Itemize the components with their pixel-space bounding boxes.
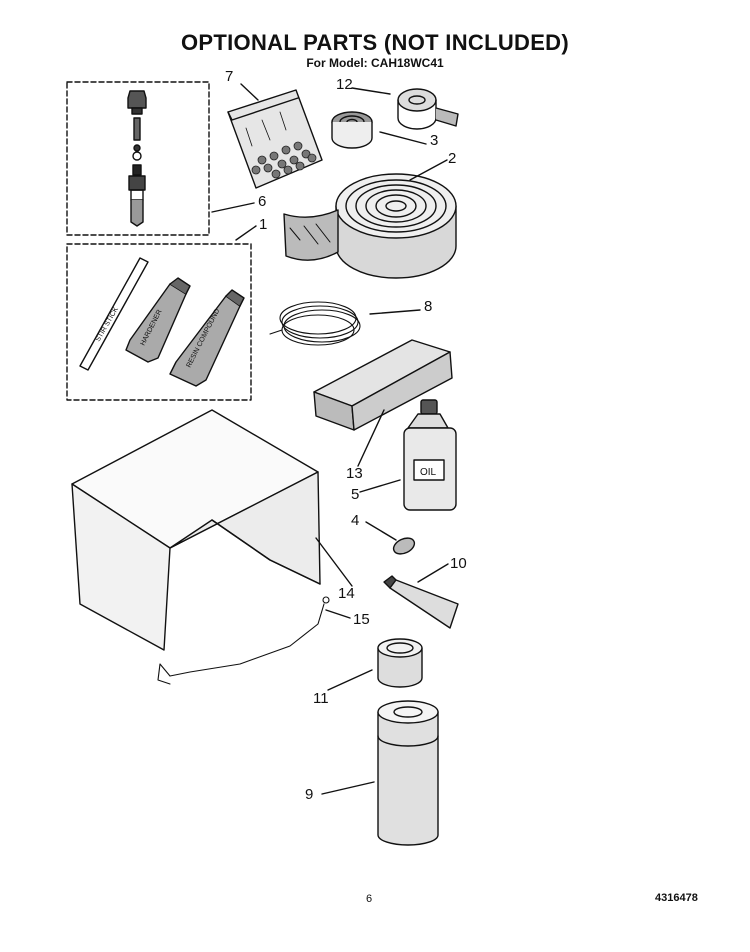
callout-13: 13 <box>346 465 363 482</box>
group-box-1 <box>66 243 252 401</box>
model-subtitle: For Model: CAH18WC41 <box>306 56 444 70</box>
callout-1: 1 <box>259 216 268 233</box>
sealant-tube-part <box>383 575 459 629</box>
page-title: OPTIONAL PARTS (NOT INCLUDED) <box>181 30 569 55</box>
spray-can-part <box>377 700 439 846</box>
cover-part <box>71 409 321 651</box>
tape-roll-small-part <box>397 88 459 130</box>
hardener-tube-part: HARDENER <box>125 277 191 363</box>
service-valve-part <box>127 90 147 227</box>
wire-coil-part <box>269 301 361 346</box>
callout-3: 3 <box>430 132 439 149</box>
gasket-roll-part <box>331 111 373 149</box>
callout-15: 15 <box>353 611 370 628</box>
callout-11: 11 <box>313 690 329 707</box>
callout-14: 14 <box>338 585 355 602</box>
callout-5: 5 <box>351 486 360 503</box>
cap-cylinder-part <box>377 638 423 688</box>
foam-block-part <box>313 339 453 431</box>
callout-12: 12 <box>336 76 353 93</box>
stir-stick-label: STIR STICK <box>95 306 120 343</box>
callout-2: 2 <box>448 150 457 167</box>
callout-7: 7 <box>225 68 234 85</box>
callout-9: 9 <box>305 786 314 803</box>
oil-bottle-part: OIL <box>403 399 457 511</box>
document-number: 4316478 <box>655 892 698 904</box>
cord-part <box>157 596 330 685</box>
callout-10: 10 <box>450 555 467 572</box>
insulation-roll-part <box>283 173 457 279</box>
leader-lines <box>211 83 449 795</box>
callout-8: 8 <box>424 298 433 315</box>
oil-label: OIL <box>420 467 437 478</box>
page-number: 6 <box>366 893 373 905</box>
callout-4: 4 <box>351 512 360 529</box>
fittings-bag-part <box>227 89 323 189</box>
capsule-part <box>392 537 416 555</box>
callout-6: 6 <box>258 193 267 210</box>
group-box-6 <box>66 81 210 236</box>
